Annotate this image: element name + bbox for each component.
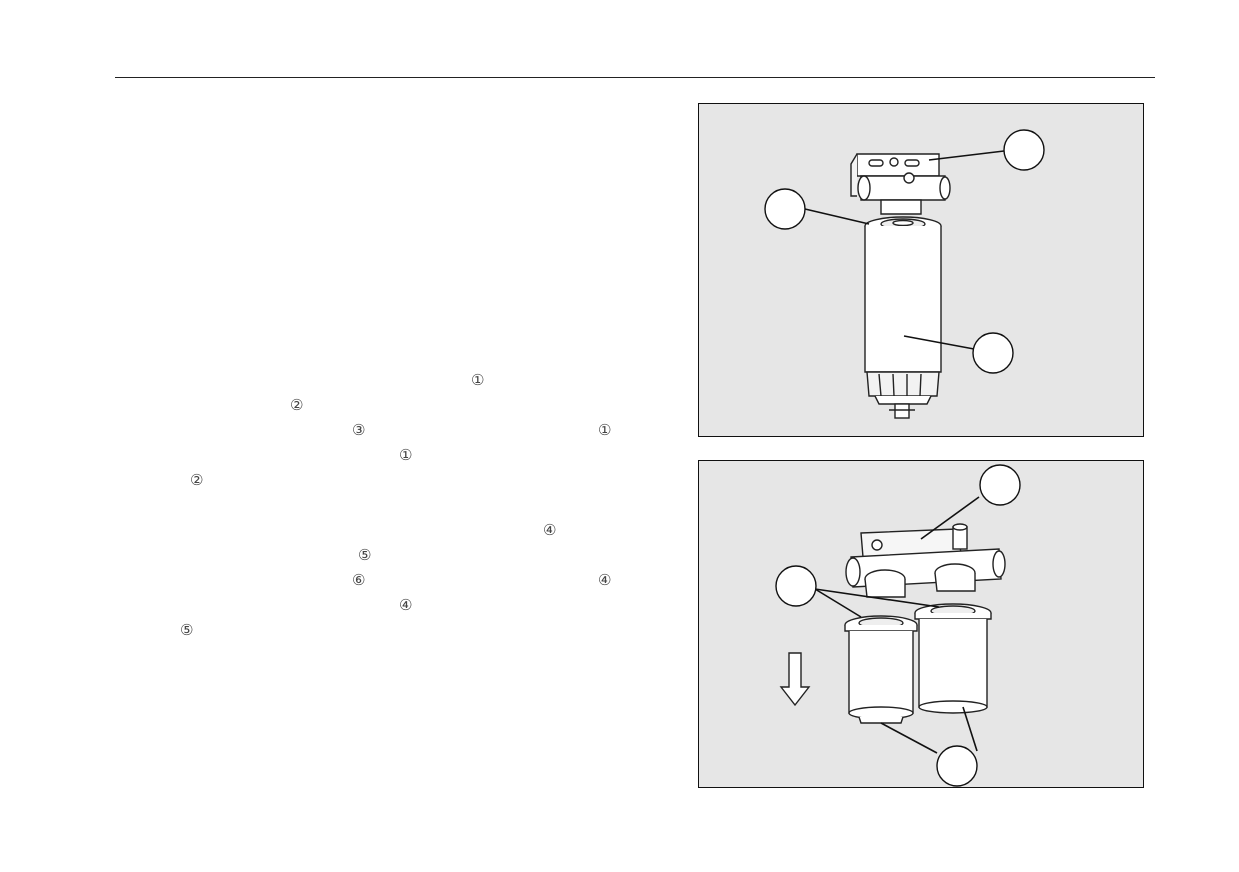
- ref-marker: ②: [190, 471, 204, 489]
- ref-marker: ⑤: [180, 621, 194, 639]
- callout-circle: [764, 188, 806, 230]
- callout-circle: [936, 745, 978, 787]
- ref-marker: ①: [399, 446, 413, 464]
- ref-marker: ①: [598, 421, 612, 439]
- ref-marker: ④: [399, 596, 413, 614]
- dual-filter-head: [845, 523, 1006, 598]
- header-rule: [115, 77, 1155, 78]
- leader-lines: [804, 150, 1005, 350]
- filter-cartridge-left: [844, 615, 918, 724]
- filter-head: [850, 153, 951, 215]
- ref-marker: ④: [543, 521, 557, 539]
- ref-marker: ⑥: [352, 571, 366, 589]
- filter-cartridge: [864, 216, 942, 419]
- leader-lines: [814, 496, 980, 754]
- ref-marker: ②: [290, 396, 304, 414]
- ref-marker: ④: [598, 571, 612, 589]
- removal-arrow-icon: [779, 652, 811, 707]
- ref-marker: ⑤: [358, 546, 372, 564]
- ref-marker: ③: [352, 421, 366, 439]
- single-filter-illustration: [764, 129, 1045, 419]
- figure-dual-filter: [698, 460, 1144, 788]
- callout-circle: [775, 565, 817, 607]
- callout-circle: [1003, 129, 1045, 171]
- figure-single-filter: [698, 103, 1144, 437]
- filter-cartridge-right: [914, 603, 992, 714]
- dual-filter-illustration: [775, 464, 1021, 787]
- callout-circle: [972, 332, 1014, 374]
- callout-circle: [979, 464, 1021, 506]
- ref-marker: ①: [471, 371, 485, 389]
